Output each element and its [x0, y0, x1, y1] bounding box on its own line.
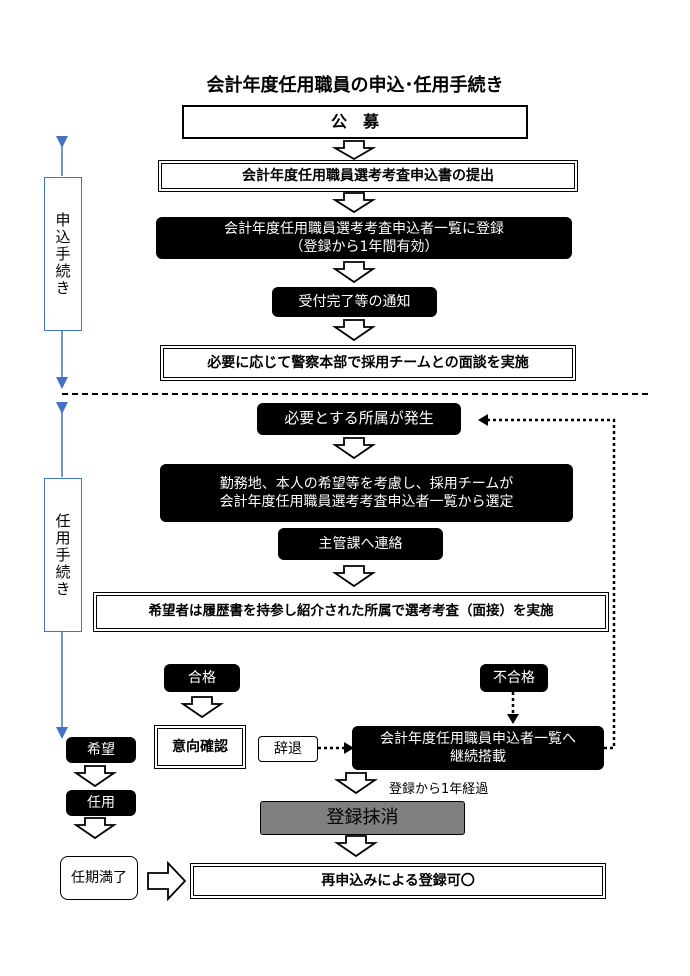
page-title: 会計年度任用職員の申込･任用手続き — [206, 75, 504, 97]
one-year-label: 登録から1年経過 — [389, 782, 489, 797]
step-select-line1: 勤務地、本人の希望等を考慮し、採用チームが — [219, 475, 514, 492]
down-arrow — [332, 261, 376, 284]
step-hope: 希望 — [66, 737, 136, 763]
down-arrow — [180, 696, 224, 719]
step-select-line2: 会計年度任用職員選考考査申込者一覧から選定 — [219, 494, 514, 510]
down-arrow — [73, 765, 117, 788]
step-carry-over: 会計年度任用職員申込者一覧へ 継続搭載 — [352, 726, 604, 770]
step-register-line1: 会計年度任用職員選考考査申込者一覧に登録 — [224, 220, 504, 237]
step-register-line2: （登録から1年間有効） — [289, 239, 439, 255]
step-reapply: 再申込みによる登録可〇 — [190, 863, 606, 899]
step-carry-over-line1: 会計年度任用職員申込者一覧へ — [380, 730, 576, 747]
step-submit: 会計年度任用職員選考考査申込書の提出 — [158, 160, 578, 192]
side-label-appointment: 任用手続き — [44, 478, 82, 632]
step-delete: 登録抹消 — [260, 801, 465, 835]
step-hire: 任用 — [66, 790, 136, 816]
step-exam: 希望者は履歴書を持参し紹介された所属で選考考査（面接）を実施 — [93, 592, 609, 632]
step-need: 必要とする所属が発生 — [257, 403, 461, 435]
down-arrow — [334, 835, 378, 858]
down-arrow — [334, 772, 378, 795]
result-pass: 合格 — [164, 664, 240, 692]
step-notice: 受付完了等の通知 — [272, 287, 437, 317]
step-carry-over-line2: 継続搭載 — [450, 749, 506, 765]
right-arrow — [147, 860, 187, 902]
down-arrow — [332, 437, 376, 460]
step-interview: 必要に応じて警察本部で採用チームとの面談を実施 — [160, 345, 576, 381]
step-select: 勤務地、本人の希望等を考慮し、採用チームが 会計年度任用職員選考考査申込者一覧か… — [160, 464, 573, 522]
step-contact: 主管課へ連絡 — [278, 528, 443, 560]
down-arrow — [331, 140, 377, 161]
down-arrow — [73, 817, 117, 840]
dotted-return-loop — [485, 418, 616, 750]
side-label-application: 申込手続き — [44, 177, 82, 331]
step-koubo: 公 募 — [182, 105, 528, 139]
result-fail: 不合格 — [480, 664, 548, 692]
step-confirm: 意向確認 — [154, 725, 246, 769]
step-decline: 辞退 — [258, 736, 318, 762]
step-term-end: 任期満了 — [60, 856, 138, 900]
down-arrow — [331, 192, 377, 214]
step-register: 会計年度任用職員選考考査申込者一覧に登録 （登録から1年間有効） — [156, 217, 572, 259]
down-arrow — [332, 319, 376, 342]
down-arrow — [332, 565, 376, 588]
